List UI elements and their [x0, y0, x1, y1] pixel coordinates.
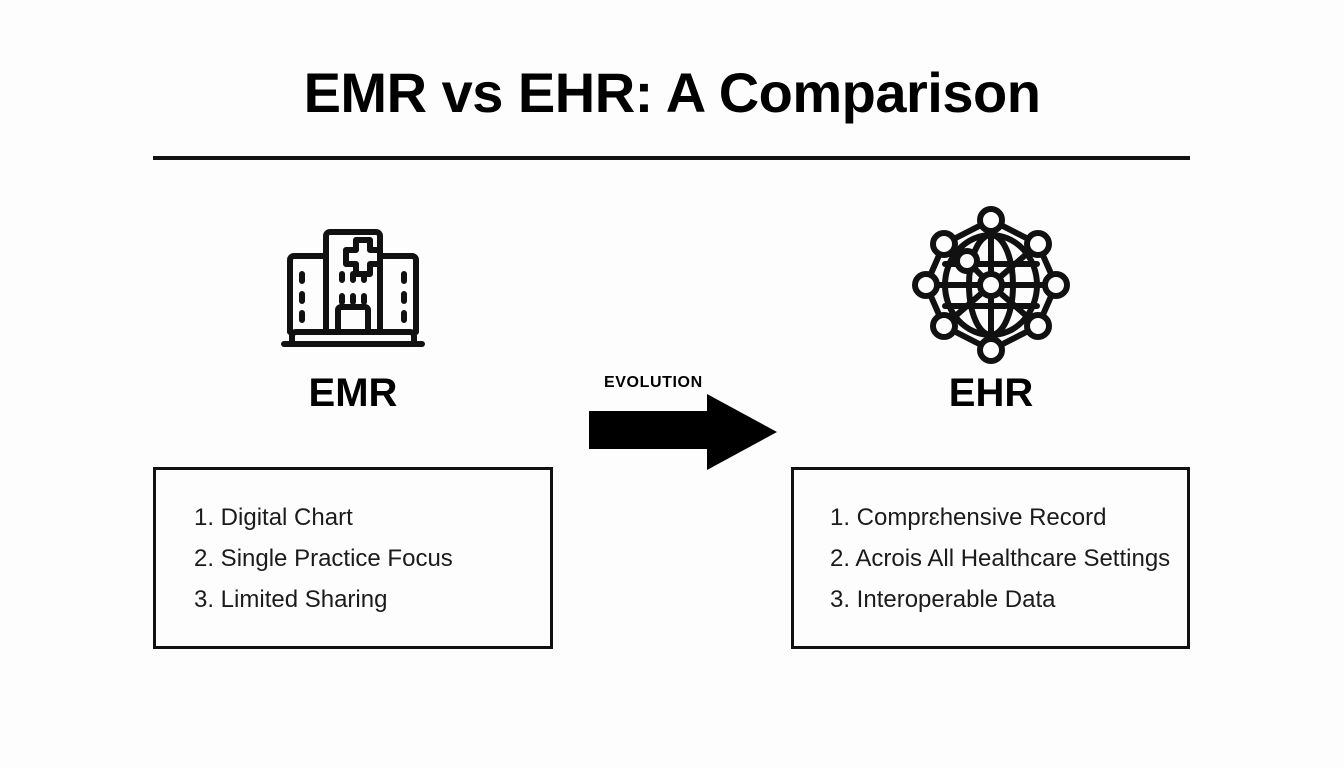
page-title: EMR vs EHR: A Comparison — [303, 61, 1041, 124]
fact-box-emr: 1. Digital Chart 2. Single Practice Focu… — [153, 467, 553, 649]
list-item: 1. Comprɛhensive Record — [830, 503, 1107, 531]
heading-emr: EMR — [308, 371, 398, 415]
column-emr: EMR — [153, 205, 553, 413]
network-globe-icon — [791, 205, 1191, 365]
fact-box-ehr: 1. Comprɛhensive Record 2. Acrois All He… — [791, 467, 1190, 649]
list-item: 2. Acrois All Healthcare Settings — [830, 544, 1171, 572]
hospital-building-icon — [153, 205, 553, 365]
list-item: 3. Limited Sharing — [194, 585, 388, 613]
list-item: 1. Digital Chart — [194, 503, 353, 531]
heading-ehr: EHR — [948, 371, 1034, 415]
right-arrow-icon — [589, 394, 777, 470]
list-item: 2. Single Practice Focus — [194, 544, 453, 572]
evolution-label: EVOLUTION — [604, 374, 703, 391]
title-divider — [153, 156, 1190, 160]
column-ehr: EHR — [791, 205, 1191, 413]
list-item: 3. Interoperable Data — [830, 585, 1056, 613]
